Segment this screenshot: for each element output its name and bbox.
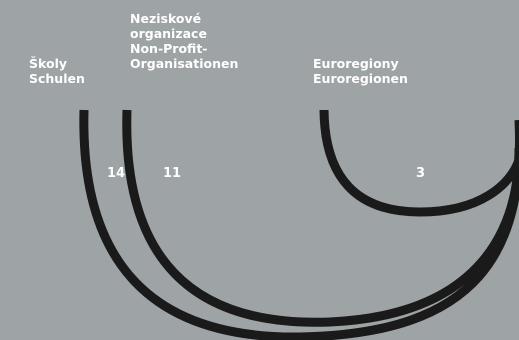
label-neziskove-line1: Neziskové	[130, 11, 202, 26]
count-euroregiony: 3	[416, 166, 426, 181]
label-neziskove-line4: Organisationen	[130, 56, 239, 71]
label-skoly: Školy Schulen	[29, 56, 85, 86]
label-euroregiony-de: Euroregionen	[313, 71, 408, 86]
label-neziskove-line2: organizace	[130, 26, 207, 41]
label-euroregiony: Euroregiony Euroregionen	[313, 56, 408, 86]
count-skoly: 14	[107, 166, 126, 181]
arc-skoly	[79, 109, 519, 340]
arc-neziskove	[122, 109, 519, 327]
label-euroregiony-cz: Euroregiony	[313, 56, 399, 71]
count-neziskove: 11	[163, 166, 182, 181]
arc-euroregiony	[319, 109, 519, 217]
label-skoly-de: Schulen	[29, 71, 85, 86]
label-neziskove-line3: Non-Profit-	[130, 41, 208, 56]
label-skoly-cz: Školy	[29, 56, 68, 71]
label-neziskove: Neziskové organizace Non-Profit- Organis…	[130, 11, 238, 71]
